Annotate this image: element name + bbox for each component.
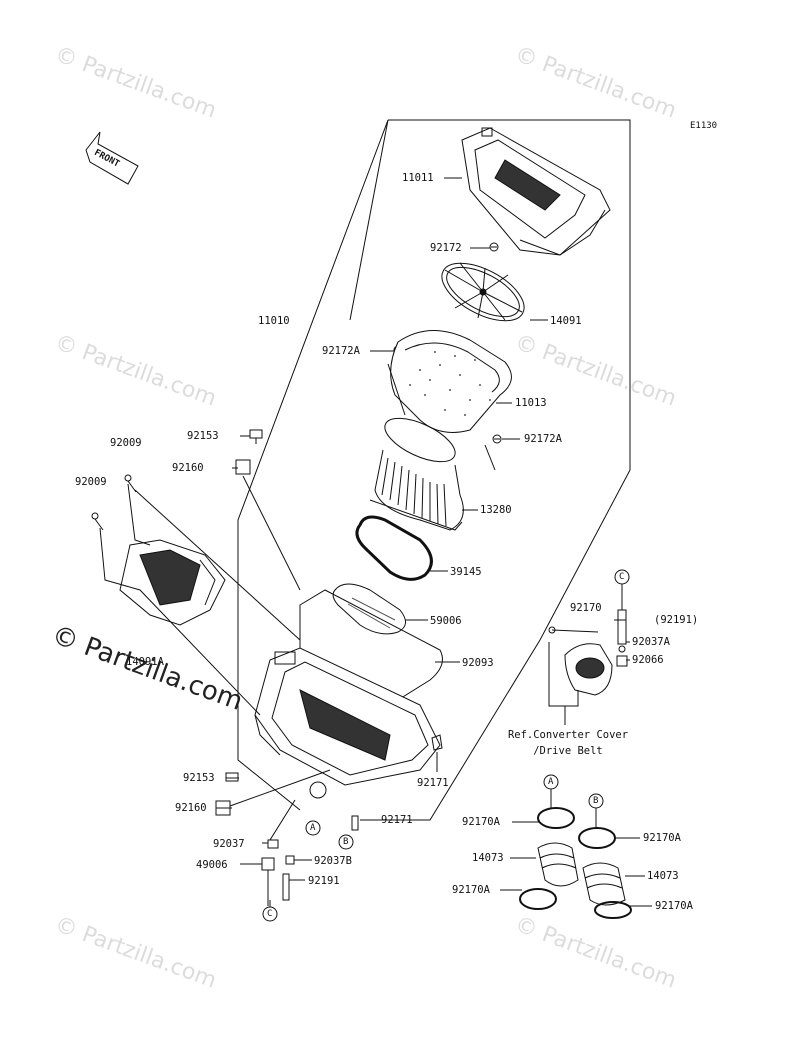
clamp: [578, 827, 616, 849]
part-label: 59006: [430, 615, 462, 627]
hose: [617, 609, 627, 645]
part-label: 11011: [402, 172, 434, 184]
screw: [489, 242, 499, 252]
gasket-ring: [355, 515, 433, 581]
screw: [492, 434, 502, 444]
part-label: 92093: [462, 657, 494, 669]
part-label: 92171: [381, 814, 413, 826]
pleated-element: [369, 417, 464, 531]
part-label: 92172A: [322, 345, 360, 357]
part-label: 92160: [175, 802, 207, 814]
part-label: 14091A: [126, 656, 164, 668]
bolt: [249, 429, 263, 444]
part-label: 11010: [258, 315, 290, 327]
clip: [431, 734, 443, 751]
part-label: 92170: [570, 602, 602, 614]
valve: [616, 655, 628, 667]
part-label: 92170A: [462, 816, 500, 828]
grommet: [235, 459, 251, 475]
part-label: 92037: [213, 838, 245, 850]
diagram-code: E1130: [690, 121, 718, 131]
part-label: 92170A: [452, 884, 490, 896]
callout-letter: C: [267, 909, 273, 919]
intake-duct: [119, 539, 226, 626]
clamp: [285, 855, 295, 865]
part-label: 92170A: [655, 900, 693, 912]
bolt: [91, 512, 104, 531]
part-label: 39145: [450, 566, 482, 578]
part-label: 92191: [308, 875, 340, 887]
clamp: [618, 645, 626, 653]
callout-letter: C: [619, 572, 625, 582]
air-cleaner-case: [254, 647, 441, 799]
part-label: 92172: [430, 242, 462, 254]
part-label: 11013: [515, 397, 547, 409]
front-arrow-icon: [85, 131, 139, 185]
part-label: 49006: [196, 859, 228, 871]
clamp: [594, 901, 632, 919]
drain-plug: [267, 839, 279, 849]
clip: [351, 815, 359, 831]
part-label: 92009: [110, 437, 142, 449]
part-label: 14091: [550, 315, 582, 327]
part-label: 92172A: [524, 433, 562, 445]
bolt: [225, 772, 239, 782]
part-label: 92171: [417, 777, 449, 789]
part-label: 92037A: [632, 636, 670, 648]
foam-element: [390, 330, 512, 433]
reference-note-line2: /Drive Belt: [533, 745, 603, 757]
reference-note: Ref.Converter Cover /Drive Belt: [490, 727, 646, 759]
part-label: 13280: [480, 504, 512, 516]
part-label: 92066: [632, 654, 664, 666]
hose: [282, 873, 290, 901]
drain-cap: [261, 857, 275, 871]
clamp: [537, 807, 575, 829]
clamp: [519, 888, 557, 910]
part-label: 92037B: [314, 855, 352, 867]
part-label: 92153: [183, 772, 215, 784]
part-label: 92153: [187, 430, 219, 442]
rubber-duct: [582, 862, 626, 906]
part-label: (92191): [654, 614, 699, 626]
part-label: 92170A: [643, 832, 681, 844]
filter-holder: [441, 262, 525, 322]
screen: [332, 583, 406, 635]
callout-letter: A: [310, 823, 316, 833]
part-label: 14073: [647, 870, 679, 882]
air-cleaner-cover: [461, 127, 611, 256]
seal-ring: [299, 589, 443, 709]
callout-letter: B: [343, 837, 349, 847]
callout-letter: B: [593, 796, 599, 806]
bolt: [124, 474, 137, 493]
callout-letter: A: [548, 777, 554, 787]
part-label: 14073: [472, 852, 504, 864]
part-label: 92160: [172, 462, 204, 474]
part-label: 92009: [75, 476, 107, 488]
reference-note-line1: Ref.Converter Cover: [507, 729, 629, 741]
bolt: [548, 626, 599, 634]
converter-duct: [564, 643, 613, 696]
rubber-duct: [537, 842, 579, 887]
